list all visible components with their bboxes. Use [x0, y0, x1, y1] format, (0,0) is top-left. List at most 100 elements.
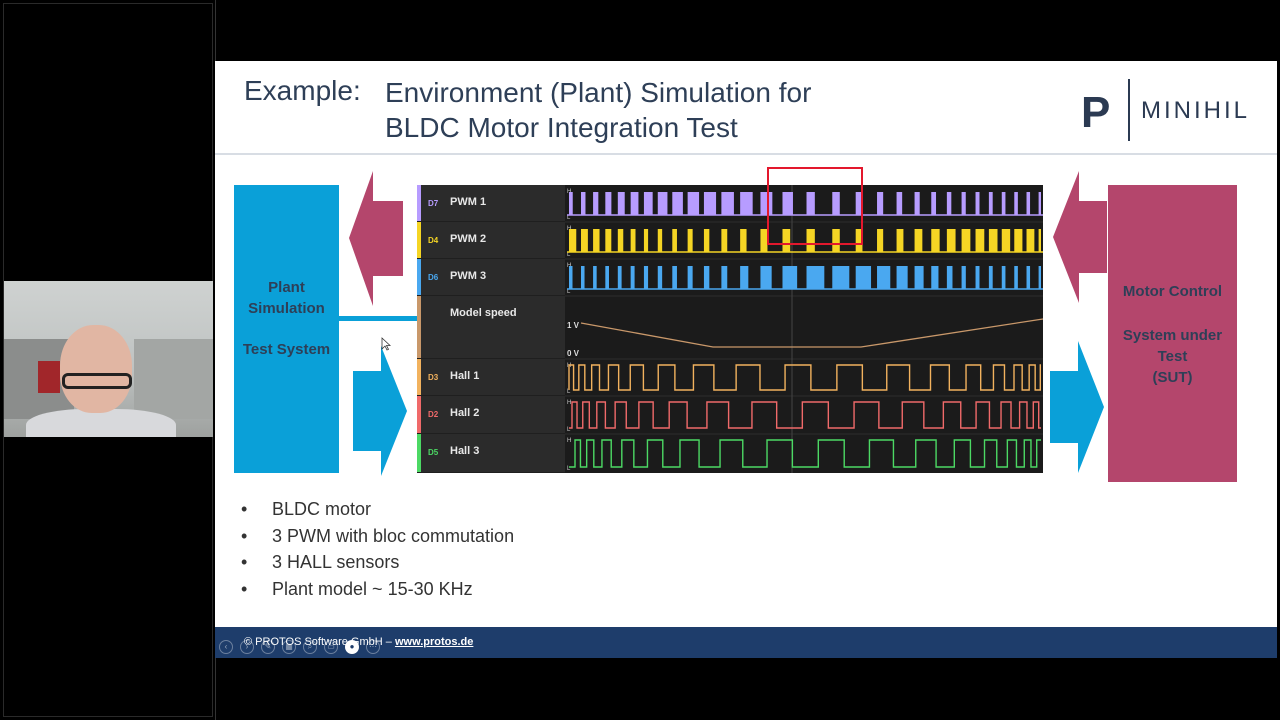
pwm-pulse [643, 229, 649, 252]
pwm-pulse [961, 266, 966, 289]
pwm-pulse [806, 192, 815, 215]
speed-axis-top-label: 1 V [567, 321, 580, 330]
channel-color-bar [417, 259, 421, 295]
pwm-pulse [605, 229, 612, 252]
pwm-pulse [931, 229, 940, 252]
channel-row: D6 PWM 3 [417, 259, 565, 296]
pwm-pulse [946, 192, 952, 215]
pwm-pulse [896, 229, 904, 252]
level-low-label: L [567, 289, 571, 295]
level-low-label: L [567, 389, 571, 395]
pwm-pulse [569, 192, 573, 215]
webcam-shelf-right [134, 339, 213, 419]
channel-id: D2 [428, 410, 439, 419]
pwm-pulse [782, 229, 791, 252]
pwm-pulse [877, 229, 884, 252]
pwm-pulse [1026, 192, 1031, 215]
sut-title: Motor Control [1122, 283, 1223, 300]
speed-axis-bottom-label: 0 V [567, 349, 580, 358]
pwm-pulse [975, 192, 980, 215]
pwm-pulse [605, 192, 612, 215]
pwm-pulse [687, 229, 693, 252]
previous-slide-icon[interactable]: ‹ [219, 640, 233, 654]
next-slide-icon[interactable]: › [240, 640, 254, 654]
pwm-pulse [975, 229, 985, 252]
channel-name: PWM 1 [450, 196, 487, 208]
pwm-pulse [581, 266, 585, 289]
plant-subtitle: Test System [242, 341, 331, 358]
zoom-icon[interactable]: ⌕ [303, 640, 317, 654]
pwm-pulse [617, 266, 622, 289]
hall-signal-trace [568, 364, 1041, 391]
pwm-pulse [721, 229, 728, 252]
pwm-pulse [914, 229, 923, 252]
logo-divider [1128, 79, 1130, 141]
minihil-logo: P MINIHIL [1081, 79, 1261, 143]
pwm-pulse [988, 266, 993, 289]
pwm-pulse [605, 266, 609, 289]
channel-id: D6 [428, 273, 439, 282]
level-high-label: H [567, 400, 571, 406]
channel-name: PWM 2 [450, 233, 487, 245]
pwm-pulse [617, 229, 624, 252]
logo-name: MINIHIL [1141, 97, 1251, 124]
pwm-pulse [914, 266, 924, 289]
channel-color-bar [417, 434, 421, 472]
pwm-pulse [703, 229, 710, 252]
pwm-pulse [961, 229, 971, 252]
left-panel [0, 0, 216, 720]
pwm-pulse [896, 266, 908, 289]
zoom-highlight-box [767, 167, 863, 245]
pwm-pulse [782, 192, 793, 215]
channel-color-bar [417, 222, 421, 258]
slide-title: Environment (Plant) Simulation for BLDC … [385, 77, 812, 143]
bullet-text: 3 HALL sensors [272, 552, 400, 572]
camera-icon[interactable]: ● [345, 640, 359, 654]
slides-overview-icon[interactable]: ▦ [282, 640, 296, 654]
channel-name: PWM 3 [450, 270, 487, 282]
pwm-pulse [760, 229, 768, 252]
channel-row: D2 Hall 2 [417, 396, 565, 434]
pwm-pulse [760, 192, 773, 215]
channel-name: Hall 2 [450, 407, 480, 419]
pwm-pulse [657, 266, 663, 289]
plant-simulation-box: Plant Simulation Test System [234, 185, 339, 473]
pwm-pulse [630, 229, 636, 252]
pwm-pulse [569, 266, 573, 289]
webcam-presenter-shirt [26, 409, 176, 437]
pwm-pulse [657, 192, 668, 215]
arrow-left-icon [1053, 171, 1107, 303]
pwm-pulse [593, 266, 597, 289]
channel-id: D3 [428, 373, 439, 382]
pwm-pulse [687, 266, 693, 289]
level-high-label: H [567, 438, 571, 444]
website-link[interactable]: www.protos.de [394, 636, 474, 648]
pwm-pulse [617, 192, 625, 215]
pwm-pulse [672, 266, 677, 289]
pwm-pulse [657, 229, 663, 252]
pwm-pulse [721, 266, 728, 289]
pwm-pulse [782, 266, 798, 289]
presentation-slide: Example: Environment (Plant) Simulation … [215, 61, 1277, 658]
pwm-pulse [806, 229, 815, 252]
webcam-presenter-head [60, 325, 132, 413]
pwm-pulse [593, 229, 600, 252]
level-low-label: L [567, 466, 571, 472]
channel-id: D5 [428, 448, 439, 457]
hall-signal-trace [569, 439, 1041, 468]
pen-icon[interactable]: ✎ [261, 640, 275, 654]
bullet-dot-icon: • [241, 578, 248, 599]
pwm-pulse [581, 192, 586, 215]
level-low-label: L [567, 252, 571, 258]
pwm-pulse [946, 229, 956, 252]
pwm-pulse [855, 266, 872, 289]
subtitles-icon[interactable]: ▭ [324, 640, 338, 654]
pwm-pulse [687, 192, 700, 215]
pwm-pulse [1014, 229, 1023, 252]
pwm-pulse [975, 266, 980, 289]
bullet-dot-icon: • [241, 525, 248, 546]
more-options-icon[interactable]: ⋯ [366, 640, 380, 654]
